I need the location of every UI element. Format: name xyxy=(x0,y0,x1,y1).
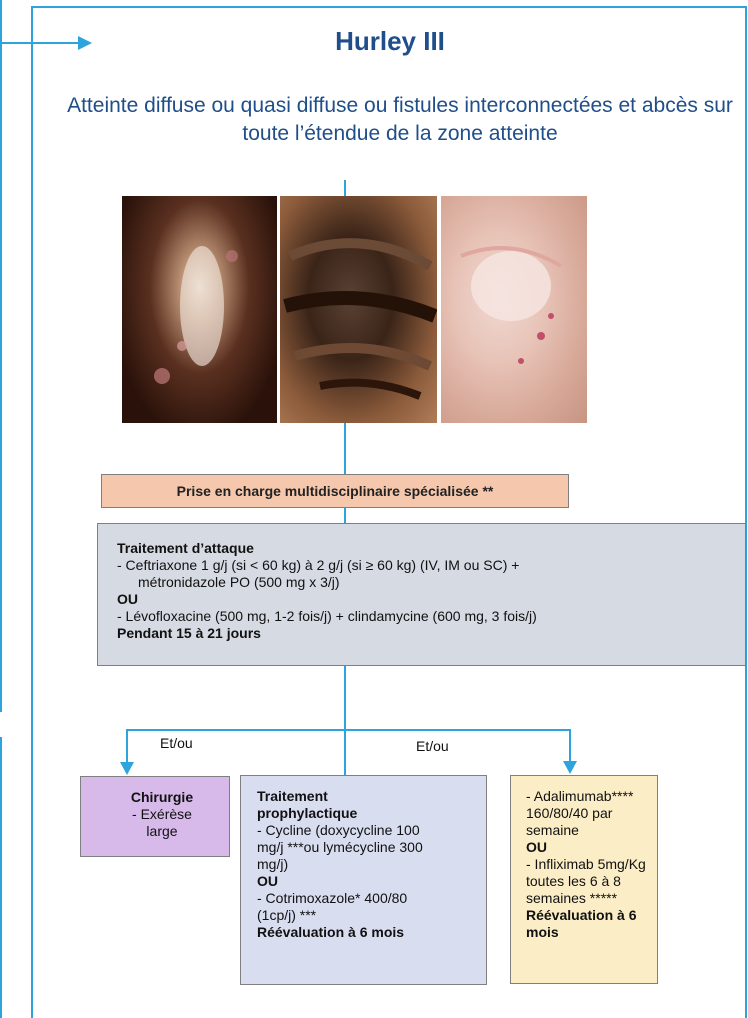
arrow-down-icon xyxy=(118,729,136,776)
arrow-down-icon xyxy=(561,729,579,775)
prophylactic-heading: Traitement xyxy=(257,788,476,805)
clinical-photo-2 xyxy=(280,196,437,423)
prophylactic-line: mg/j) xyxy=(257,856,476,873)
connector-line xyxy=(344,180,346,196)
attack-line: - Ceftriaxone 1 g/j (si < 60 kg) à 2 g/j… xyxy=(117,557,735,574)
attack-duration: Pendant 15 à 21 jours xyxy=(117,625,735,642)
connector-line xyxy=(344,666,346,775)
branch-line xyxy=(126,729,570,731)
branch-label: Et/ou xyxy=(416,738,449,754)
prophylactic-treatment-box: Traitement prophylactique - Cycline (dox… xyxy=(240,775,487,985)
attack-line: métronidazole PO (500 mg x 3/j) xyxy=(117,574,735,591)
prophylactic-or: OU xyxy=(257,873,476,890)
surgery-line: - Exérèse xyxy=(95,806,229,823)
biologic-line: semaine xyxy=(526,822,651,839)
prophylactic-line: mg/j ***ou lymécycline 300 xyxy=(257,839,476,856)
biologic-line: 160/80/40 par xyxy=(526,805,651,822)
prophylactic-line: - Cotrimoxazole* 400/80 xyxy=(257,890,476,907)
biologic-reevaluation: mois xyxy=(526,924,651,941)
connector-line xyxy=(344,423,346,474)
biologic-line: toutes les 6 à 8 xyxy=(526,873,651,890)
biologic-line: semaines ***** xyxy=(526,890,651,907)
clinical-photo-3 xyxy=(441,196,587,423)
prophylactic-reevaluation: Réévaluation à 6 mois xyxy=(257,924,476,941)
incoming-arrow-icon xyxy=(0,32,100,54)
surgery-box: Chirurgie - Exérèse large xyxy=(80,776,230,857)
biologic-line: - Infliximab 5mg/Kg xyxy=(526,856,651,873)
stage-description: Atteinte diffuse ou quasi diffuse ou fis… xyxy=(60,92,740,148)
page-title: Hurley III xyxy=(180,26,600,57)
branch-label: Et/ou xyxy=(160,735,193,751)
biologic-line: - Adalimumab**** xyxy=(526,788,651,805)
surgery-line: large xyxy=(95,823,229,840)
biologic-or: OU xyxy=(526,839,651,856)
connector-line xyxy=(344,508,346,523)
clinical-photo-1 xyxy=(122,196,277,423)
surgery-heading: Chirurgie xyxy=(95,789,229,806)
multidisciplinary-care-box: Prise en charge multidisciplinaire spéci… xyxy=(101,474,569,508)
biologic-reevaluation: Réévaluation à 6 xyxy=(526,907,651,924)
left-rail-line xyxy=(0,0,2,712)
prophylactic-line: (1cp/j) *** xyxy=(257,907,476,924)
biologic-treatment-box: - Adalimumab**** 160/80/40 par semaine O… xyxy=(510,775,658,984)
prophylactic-heading: prophylactique xyxy=(257,805,476,822)
attack-treatment-box: Traitement d’attaque - Ceftriaxone 1 g/j… xyxy=(97,523,746,666)
attack-heading: Traitement d’attaque xyxy=(117,540,735,557)
attack-or: OU xyxy=(117,591,735,608)
prophylactic-line: - Cycline (doxycycline 100 xyxy=(257,822,476,839)
attack-line: - Lévofloxacine (500 mg, 1-2 fois/j) + c… xyxy=(117,608,735,625)
left-rail-line xyxy=(0,737,2,1018)
